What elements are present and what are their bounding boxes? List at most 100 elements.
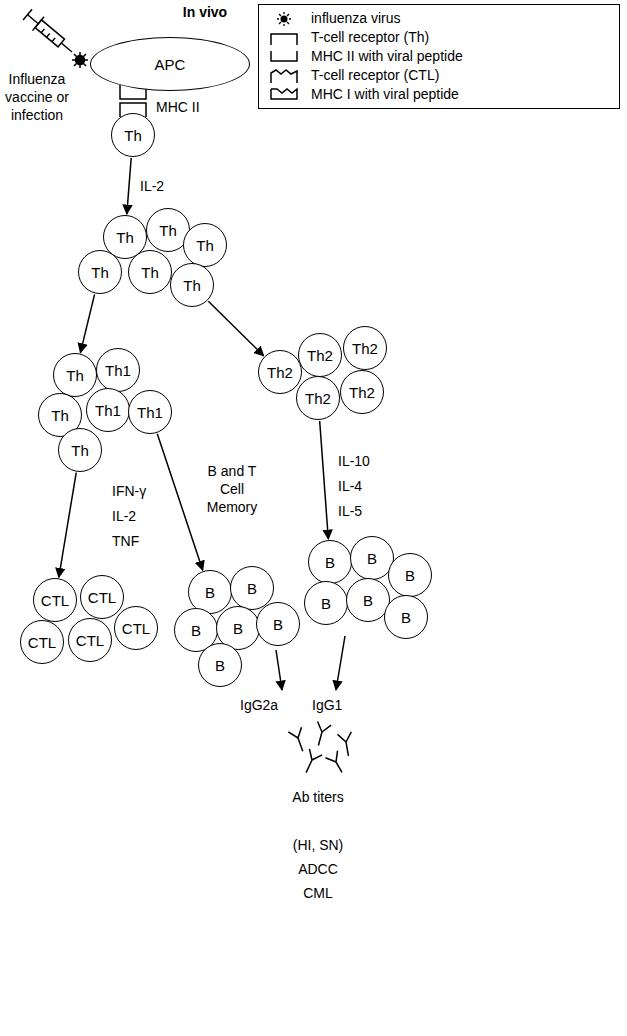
legend-symbol (267, 87, 301, 103)
cell-label: CTL (28, 634, 56, 651)
apc-ellipse: APC (90, 37, 250, 91)
cytokine-label: IL-4 (338, 478, 362, 494)
cell-circle: Th2 (258, 350, 302, 394)
legend-symbol-part (277, 12, 291, 26)
cell-label: Th (116, 229, 134, 246)
cell-label: B (233, 620, 243, 637)
cell-circle: Th (128, 250, 172, 294)
antibody-symbol (312, 721, 331, 747)
assay-label: Ab titers (292, 789, 343, 805)
title-box: In vivo (150, 3, 260, 21)
cell-circle: Th1 (86, 388, 130, 432)
connector-arrow (127, 158, 131, 214)
cell-label: Th (141, 264, 159, 281)
cell-label: Th1 (137, 404, 163, 421)
legend-symbol (267, 11, 301, 27)
legend-text: T-cell receptor (Th) (311, 29, 429, 46)
label-box: IL-5 (338, 502, 362, 520)
edge-label-box: IL-2 (138, 177, 166, 195)
legend-symbol-part (281, 15, 288, 22)
label-box: IFN-γ (112, 482, 146, 500)
connector-arrow (208, 301, 263, 356)
cell-label: CTL (76, 632, 104, 649)
antibody-symbol (325, 751, 348, 776)
syringe-barrel (35, 20, 64, 47)
legend-symbol-part (271, 89, 297, 99)
cell-circle: Th (170, 263, 214, 307)
cell-label: B (363, 592, 373, 609)
legend-symbol-part (271, 70, 297, 83)
cell-label: Th2 (267, 364, 293, 381)
cell-label: Th (71, 442, 89, 459)
label-box: IL-4 (338, 477, 362, 495)
cell-label: B (325, 554, 335, 571)
annotation-text: B and T Cell Memory (207, 463, 258, 515)
arrow-line (336, 636, 345, 690)
cell-circle: CTL (68, 618, 112, 662)
cell-circle: CTL (114, 606, 158, 650)
legend-text: T-cell receptor (CTL) (311, 67, 439, 84)
syringe-mark (47, 33, 50, 37)
cytokine-label: IL-2 (138, 178, 166, 194)
legend-row: influenza virus (267, 9, 611, 28)
cell-label: B (321, 595, 331, 612)
cytokine-label: TNF (112, 533, 139, 549)
syringe-mark (52, 38, 55, 42)
label-box: Ab titers (258, 788, 378, 806)
cell-label: Th (159, 222, 177, 239)
cell-label: CTL (41, 592, 69, 609)
cell-circle: B (388, 553, 432, 597)
cell-label: Th (66, 367, 84, 384)
cell-circle: Th2 (298, 333, 342, 377)
label-box: ADCC (258, 860, 378, 878)
legend-symbol (267, 68, 301, 84)
legend-text: MHC II with viral peptide (311, 48, 463, 65)
connector-arrow (80, 294, 94, 352)
cell-circle: CTL (20, 620, 64, 664)
antibody-class: IgG2a (240, 697, 278, 713)
cell-label: Th (124, 127, 142, 144)
cytokine-label: IL-2 (112, 508, 136, 524)
apc-label: APC (155, 56, 186, 73)
legend-symbol (267, 49, 301, 65)
legend-text: influenza virus (311, 10, 401, 27)
molecule-label: MHC II (156, 99, 200, 115)
legend-text: MHC I with viral peptide (311, 86, 459, 103)
antibody-class: IgG1 (312, 697, 342, 713)
cytokine-label: IL-10 (338, 453, 370, 469)
syringe-mark (41, 29, 44, 33)
cell-circle: B (256, 602, 300, 646)
cell-circle: Th2 (343, 326, 387, 370)
cell-label: Th (183, 277, 201, 294)
cell-circle: B (198, 643, 242, 687)
syringe-icon (22, 8, 78, 59)
cell-label: B (401, 609, 411, 626)
cell-label: B (273, 616, 283, 633)
syringe-needle (61, 43, 72, 52)
cell-circle: Th2 (340, 370, 384, 414)
cell-label: B (191, 622, 201, 639)
label-box: IgG1 (312, 696, 342, 714)
cell-circle: Th (111, 113, 155, 157)
cell-circle: Th1 (96, 348, 140, 392)
assay-label: CML (303, 885, 333, 901)
cell-label: B (205, 584, 215, 601)
cell-label: B (247, 580, 257, 597)
antibody-symbol (338, 732, 356, 757)
cell-label: B (405, 567, 415, 584)
diagram-title: In vivo (183, 4, 227, 20)
syringe-handle (23, 9, 32, 20)
antibody-symbol (300, 749, 322, 776)
cell-circle: Th (78, 250, 122, 294)
legend-symbol-part (271, 34, 297, 45)
connector-arrow (157, 434, 202, 570)
cell-circle: CTL (33, 578, 77, 622)
cytokine-label: IFN-γ (112, 483, 146, 499)
label-box: Influenza vaccine or infection (3, 70, 71, 124)
arrow-line (276, 650, 282, 690)
label-box: (HI, SN) (258, 836, 378, 854)
label-box: TNF (112, 532, 139, 550)
legend-row: MHC I with viral peptide (267, 85, 611, 104)
legend-box: influenza virusT-cell receptor (Th) MHC I… (258, 4, 620, 109)
